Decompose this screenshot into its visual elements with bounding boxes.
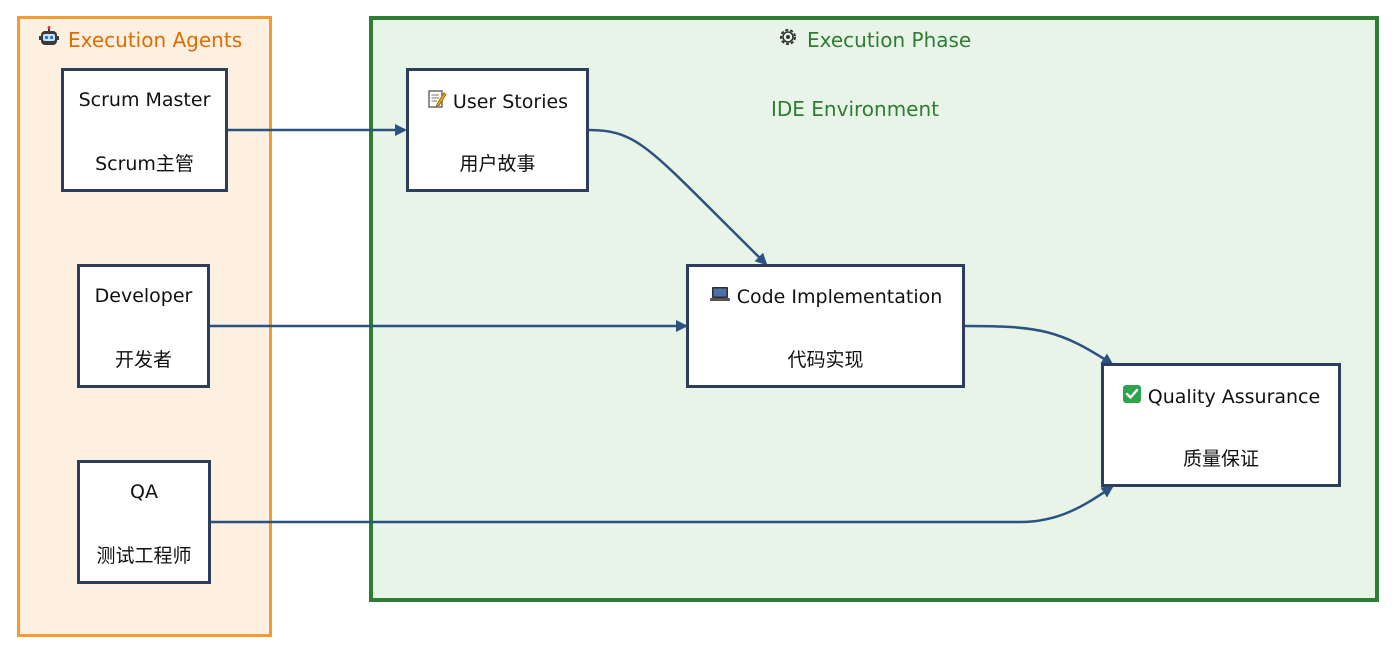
robot-icon (38, 26, 60, 53)
quality-assurance-cn-label: 质量保证 (1182, 448, 1259, 470)
gear-icon (777, 26, 799, 53)
code-implementation-label: Code Implementation (736, 285, 943, 308)
ide-environment-label: IDE Environment (771, 97, 939, 121)
quality-assurance-label: Quality Assurance (1147, 385, 1321, 408)
execution-phase-label: Execution Phase (807, 27, 972, 52)
edge-user-stories-to-code-implementation (588, 128, 768, 266)
developer-label: Developer (94, 285, 193, 307)
laptop-icon (709, 285, 731, 308)
code-implementation-cn-label: 代码实现 (787, 349, 864, 371)
node-code-implementation[interactable]: Code Implementation 代码实现 (686, 264, 965, 388)
user-stories-cn-label: 用户故事 (459, 153, 536, 175)
developer-cn-label: 开发者 (114, 349, 172, 371)
qa-cn-label: 测试工程师 (96, 545, 192, 567)
node-developer[interactable]: Developer 开发者 (77, 264, 210, 388)
execution-phase-title: Execution Phase (777, 26, 971, 53)
user-stories-label: User Stories (452, 90, 569, 113)
node-quality-assurance[interactable]: Quality Assurance 质量保证 (1101, 363, 1341, 487)
execution-agents-label: Execution Agents (68, 27, 243, 52)
qa-label: QA (130, 481, 158, 503)
scrum-master-cn-label: Scrum主管 (95, 153, 194, 175)
scrum-master-label: Scrum Master (78, 89, 211, 111)
node-user-stories[interactable]: User Stories 用户故事 (406, 68, 589, 192)
node-qa[interactable]: QA 测试工程师 (77, 460, 211, 584)
execution-agents-title: Execution Agents (38, 26, 242, 53)
node-scrum-master[interactable]: Scrum Master Scrum主管 (61, 68, 228, 192)
edge-qa-to-quality-assurance (210, 485, 1114, 524)
edge-code-implementation-to-quality-assurance (964, 324, 1114, 366)
memo-icon (427, 89, 447, 114)
check-icon (1122, 384, 1142, 409)
